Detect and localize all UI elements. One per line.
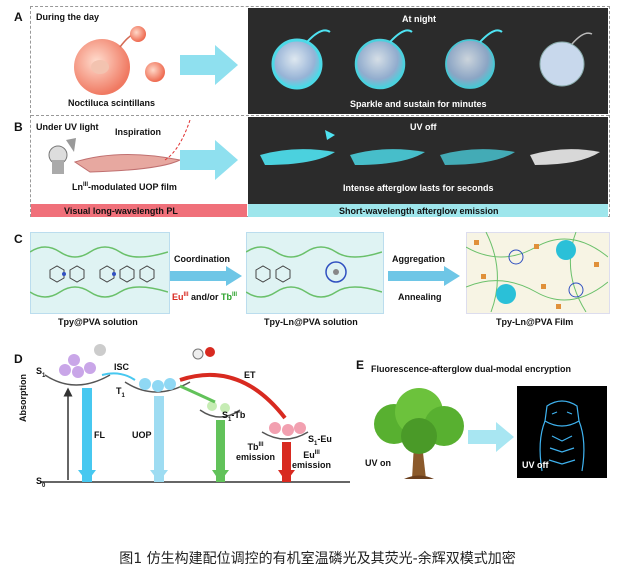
s1tb-sub: 1 bbox=[228, 416, 232, 423]
eu-emission-line2: emission bbox=[292, 460, 332, 470]
uv-off-label: UV off bbox=[410, 122, 437, 132]
noctiluca-night-illustration bbox=[271, 29, 593, 90]
tb-emission-line2: emission bbox=[236, 452, 276, 462]
energy-diagram bbox=[40, 344, 350, 483]
film-label-suffix: -modulated UOP film bbox=[88, 182, 177, 192]
panel-e-letter: E bbox=[356, 358, 365, 372]
eu-sup: III bbox=[183, 292, 189, 298]
metal-label: EuIII and/or TbIII bbox=[172, 292, 237, 302]
annealing-label: Annealing bbox=[398, 292, 442, 302]
eu-label: Eu bbox=[172, 292, 184, 302]
tiger-illustration bbox=[539, 400, 585, 472]
tpy-label: Tpy@PVA solution bbox=[58, 317, 138, 327]
fl-label: FL bbox=[94, 430, 105, 440]
panel-b-letter: B bbox=[14, 120, 23, 134]
tb-label: Tb bbox=[221, 292, 233, 302]
arrow-c2 bbox=[388, 266, 460, 286]
panel-d-letter: D bbox=[14, 352, 23, 366]
t1-sub: 1 bbox=[121, 392, 125, 399]
s1eu-text: S bbox=[308, 434, 315, 444]
uv-on-label: UV on bbox=[365, 458, 391, 468]
tb-emission-sup: III bbox=[258, 442, 264, 448]
afterglow-bar-label: Short-wavelength afterglow emission bbox=[339, 206, 499, 216]
s1-label: S1 bbox=[36, 366, 45, 379]
arrow-e bbox=[468, 422, 514, 452]
organism-label: Noctiluca scintillans bbox=[68, 98, 156, 108]
t1-text: T bbox=[116, 386, 122, 396]
inspiration-label: Inspiration bbox=[115, 127, 162, 137]
s1eu-sub: 1 bbox=[314, 440, 318, 447]
panel-c-letter: C bbox=[14, 232, 23, 246]
uv-off-caption: Intense afterglow lasts for seconds bbox=[343, 183, 494, 193]
day-label: During the day bbox=[36, 12, 100, 22]
film-label-sup: III bbox=[83, 182, 89, 188]
uv-off-label-e: UV off bbox=[522, 460, 549, 470]
ab-divider bbox=[31, 115, 609, 116]
s1tb-text: S bbox=[222, 410, 229, 420]
afterglow-bar bbox=[248, 204, 608, 217]
panel-a-letter: A bbox=[14, 10, 23, 24]
film-label: LnIII-modulated UOP film bbox=[72, 182, 177, 192]
s0-text: S bbox=[36, 476, 43, 486]
tpy-ln-label: Tpy-Ln@PVA solution bbox=[264, 317, 358, 327]
aggregation-label: Aggregation bbox=[392, 254, 445, 264]
tb-emission-label: TbIII emission bbox=[236, 442, 275, 462]
panel-e-title: Fluorescence-afterglow dual-modal encryp… bbox=[371, 364, 572, 374]
eu-emission-prefix: Eu bbox=[303, 450, 315, 460]
et-label: ET bbox=[244, 370, 256, 380]
tree-illustration bbox=[374, 388, 464, 479]
uv-light-label: Under UV light bbox=[36, 122, 99, 132]
s1-sub: 1 bbox=[42, 372, 46, 379]
s0-sub: 0 bbox=[42, 482, 46, 489]
eu-emission-label: EuIII emission bbox=[292, 450, 331, 470]
s1tb-suffix: -Tb bbox=[231, 410, 246, 420]
tpy-ln-structure bbox=[246, 246, 382, 298]
uop-label: UOP bbox=[132, 430, 152, 440]
arrow-c1 bbox=[170, 266, 242, 286]
film-label-c: Tpy-Ln@PVA Film bbox=[496, 317, 574, 327]
night-label: At night bbox=[402, 14, 436, 24]
afterglow-films-illustration bbox=[260, 130, 600, 165]
tb-emission-prefix: Tb bbox=[247, 442, 259, 452]
s1tb-label: S1-Tb bbox=[222, 410, 245, 423]
pl-bar-label: Visual long-wavelength PL bbox=[64, 206, 178, 216]
coordination-label: Coordination bbox=[174, 254, 230, 264]
arrow-b bbox=[180, 140, 238, 180]
tb-sup: III bbox=[232, 292, 238, 298]
s1eu-label: S1-Eu bbox=[308, 434, 332, 447]
t1-label: T1 bbox=[116, 386, 125, 399]
isc-label: ISC bbox=[114, 362, 130, 372]
film-structure bbox=[466, 232, 608, 312]
andor-label: and/or bbox=[188, 292, 222, 302]
night-caption: Sparkle and sustain for minutes bbox=[350, 99, 487, 109]
film-label-prefix: Ln bbox=[72, 182, 83, 192]
tpy-structure bbox=[30, 246, 168, 298]
s0-label: S0 bbox=[36, 476, 45, 489]
arrow-a bbox=[180, 45, 238, 85]
pl-bar bbox=[31, 204, 247, 217]
s1eu-suffix: -Eu bbox=[317, 434, 332, 444]
absorption-label: Absorption bbox=[18, 374, 28, 422]
eu-emission-sup: III bbox=[314, 450, 320, 456]
figure-caption: 图1 仿生构建配位调控的有机室温磷光及其荧光-余辉双模式加密 bbox=[119, 551, 516, 567]
s1-text: S bbox=[36, 366, 43, 376]
noctiluca-day-illustration bbox=[74, 26, 165, 95]
tpy-ln-box bbox=[246, 232, 384, 314]
